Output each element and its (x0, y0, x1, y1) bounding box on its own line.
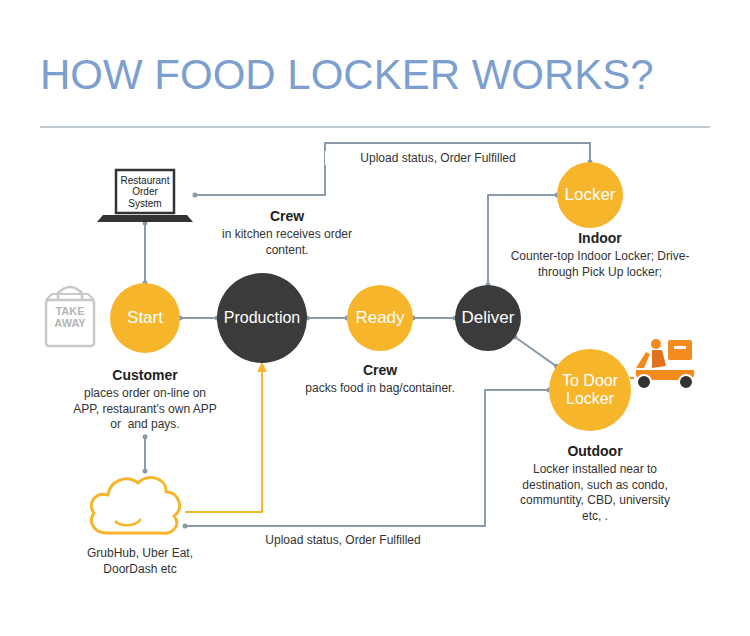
node-caption: OutdoorLocker installed near to destinat… (510, 443, 680, 524)
junction-dot (183, 524, 188, 529)
box-stripe (674, 346, 686, 349)
process-circle: Deliver (455, 285, 521, 351)
cloud-detail (115, 519, 141, 525)
flow-connector (180, 317, 217, 319)
node-caption: Customer places order on-line on APP, res… (71, 367, 219, 433)
bag-fold (46, 294, 94, 300)
description: places order on-line on APP, restaurant'… (71, 386, 219, 433)
role-heading: Indoor (505, 230, 695, 246)
delivery-scooter (630, 339, 694, 389)
connector-label: Upload status, Order Fulfilled (325, 151, 551, 165)
step-name: Start (127, 309, 163, 328)
laptop-screen (116, 170, 174, 213)
process-circle: StartCustomerplaces order on-line on APP… (110, 283, 180, 353)
takeaway-bag (46, 287, 94, 346)
front-wheel (637, 375, 651, 389)
delivery-platform-cloud: GrubHub, Uber Eat, DoorDash etc (85, 471, 185, 539)
junction-dot (143, 469, 148, 474)
description: GrubHub, Uber Eat, DoorDash etc (70, 546, 210, 577)
order-system-laptop: Restaurant Order System (95, 168, 195, 223)
description: in kitchen receives order content. (217, 227, 357, 258)
role-heading: Crew (217, 208, 357, 224)
flow-connector (307, 317, 347, 319)
delivery-box (668, 340, 692, 360)
description: Locker installed near to destination, su… (510, 462, 680, 524)
title: HOW FOOD LOCKER WORKS? (40, 50, 654, 100)
process-circle: LockerIndoorCounter-top Indoor Locker; D… (557, 162, 623, 228)
step-name: Ready (355, 309, 404, 328)
node-caption: Crew in kitchen receives order content. (217, 208, 357, 258)
scooter-front (636, 352, 650, 368)
flow-connector (144, 223, 146, 283)
cloud-outline (91, 477, 179, 533)
node-caption: GrubHub, Uber Eat, DoorDash etc (70, 546, 210, 577)
laptop-base (97, 215, 193, 222)
connector-label: Upload status, Order Fulfilled (230, 533, 456, 547)
process-circle: ReadyCrewpacks food in bag/container. (347, 285, 413, 351)
process-circle: To Door LockerOutdoorLocker installed ne… (549, 349, 631, 431)
role-heading: Outdoor (510, 443, 680, 459)
flow-connector (144, 437, 146, 471)
process-circle: ProductionCrewin kitchen receives order … (217, 273, 307, 363)
flow-connector (413, 317, 455, 319)
description: Counter-top Indoor Locker; Drive-through… (505, 249, 695, 280)
description: packs food in bag/container. (293, 381, 468, 397)
flow-connector (185, 363, 262, 512)
step-name: Locker (564, 186, 615, 205)
step-name: Deliver (462, 309, 515, 328)
rider-body (652, 350, 666, 368)
step-name: To Door Locker (558, 372, 623, 407)
speed-line (630, 377, 634, 379)
role-heading: Customer (71, 367, 219, 383)
flow-connector (195, 143, 590, 195)
bag-body (46, 300, 94, 346)
flow-connector (515, 337, 557, 366)
junction-dot (193, 193, 198, 198)
junction-dot (143, 434, 148, 439)
rear-wheel (679, 375, 693, 389)
step-name: Production (224, 309, 301, 327)
bag-label: TAKE AWAY (46, 305, 94, 329)
system-name: Restaurant Order System (116, 172, 174, 212)
rider-head (651, 339, 661, 349)
node-caption: Crew packs food in bag/container. (293, 362, 468, 397)
title-rule (40, 126, 710, 128)
flow-connector (185, 390, 549, 526)
cloud-shape (85, 471, 185, 539)
role-heading: Crew (293, 362, 468, 378)
node-caption: IndoorCounter-top Indoor Locker; Drive-t… (505, 230, 695, 280)
